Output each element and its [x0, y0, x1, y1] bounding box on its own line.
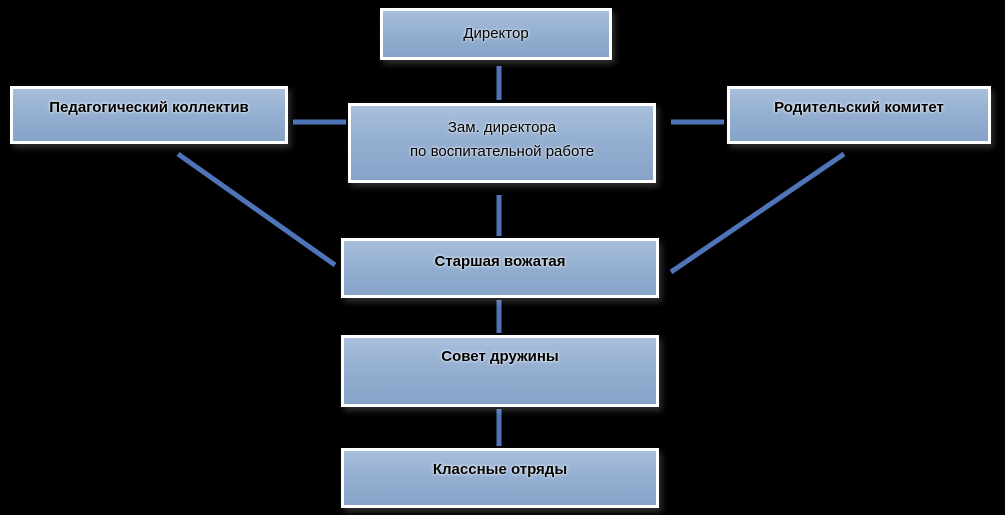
node-squad-council-label: Совет дружины — [441, 348, 559, 365]
node-director-label: Директор — [463, 25, 529, 42]
node-deputy-director-text: Зам. директора по воспитательной работе — [410, 116, 594, 164]
node-director: Директор — [380, 8, 612, 60]
node-pedagogical-staff-label: Педагогический коллектив — [49, 99, 249, 116]
connector-parents-senior — [669, 151, 846, 275]
connector-pedagog-senior — [176, 151, 337, 268]
node-deputy-director-line1: Зам. директора — [447, 119, 557, 136]
node-class-squads-label: Классные отряды — [432, 461, 568, 478]
node-deputy-director-line2: по воспитательной работе — [409, 143, 595, 160]
node-parent-committee: Родительский комитет — [727, 86, 991, 144]
node-senior-counselor-label: Старшая вожатая — [434, 253, 566, 270]
node-deputy-director: Зам. директора по воспитательной работе — [348, 103, 656, 183]
node-squad-council: Совет дружины — [341, 335, 659, 407]
node-pedagogical-staff: Педагогический коллектив — [10, 86, 288, 144]
node-class-squads: Классные отряды — [341, 448, 659, 508]
node-parent-committee-label: Родительский комитет — [774, 99, 944, 116]
node-senior-counselor: Старшая вожатая — [341, 238, 659, 298]
